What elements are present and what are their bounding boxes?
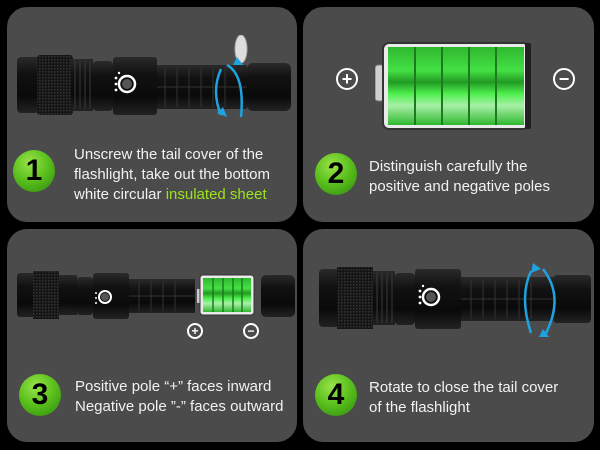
battery-illustration — [375, 42, 531, 130]
flashlight-illustration — [319, 263, 591, 337]
instruction-line: positive and negative poles — [369, 178, 550, 195]
positive-pole-icon: + — [187, 323, 203, 339]
instruction-line: white circular insulated sheet — [74, 185, 270, 205]
instruction-line: Rotate to close the tail cover — [369, 379, 559, 396]
negative-pole-icon: − — [553, 68, 575, 90]
instruction-line: Positive pole “+” faces inward — [75, 378, 272, 395]
flashlight-with-battery-illustration — [17, 271, 295, 319]
instruction-line: Unscrew the tail cover of the — [74, 146, 264, 163]
step-1-instructions: Unscrew the tail cover of the flashlight… — [74, 145, 270, 205]
instruction-line: flashlight, take out the bottom — [74, 166, 270, 183]
step-number-badge: 4 — [315, 374, 357, 416]
instruction-line: Distinguish carefully the — [369, 158, 528, 175]
step-3-panel: + − 3 Positive pole “+” faces inward Neg… — [7, 229, 297, 442]
step-number-badge: 1 — [13, 150, 55, 192]
step-2-panel: + − 2 Distinguish carefully the positive… — [303, 7, 594, 222]
step-4-panel: 4 Rotate to close the tail cover of the … — [303, 229, 594, 442]
instruction-line: Negative pole ”-” faces outward — [75, 398, 284, 415]
instruction-text: white circular — [74, 186, 166, 203]
positive-pole-icon: + — [336, 68, 358, 90]
highlighted-term: insulated sheet — [165, 186, 267, 203]
step-number-badge: 2 — [315, 153, 357, 195]
step-number-badge: 3 — [19, 374, 61, 416]
step-1-panel: 1 Unscrew the tail cover of the flashlig… — [7, 7, 297, 222]
step-2-instructions: Distinguish carefully the positive and n… — [369, 157, 550, 197]
flashlight-illustration — [17, 35, 291, 118]
step-4-instructions: Rotate to close the tail cover of the fl… — [369, 378, 558, 418]
step-3-instructions: Positive pole “+” faces inward Negative … — [75, 377, 283, 417]
negative-pole-icon: − — [243, 323, 259, 339]
instruction-line: of the flashlight — [369, 399, 470, 416]
